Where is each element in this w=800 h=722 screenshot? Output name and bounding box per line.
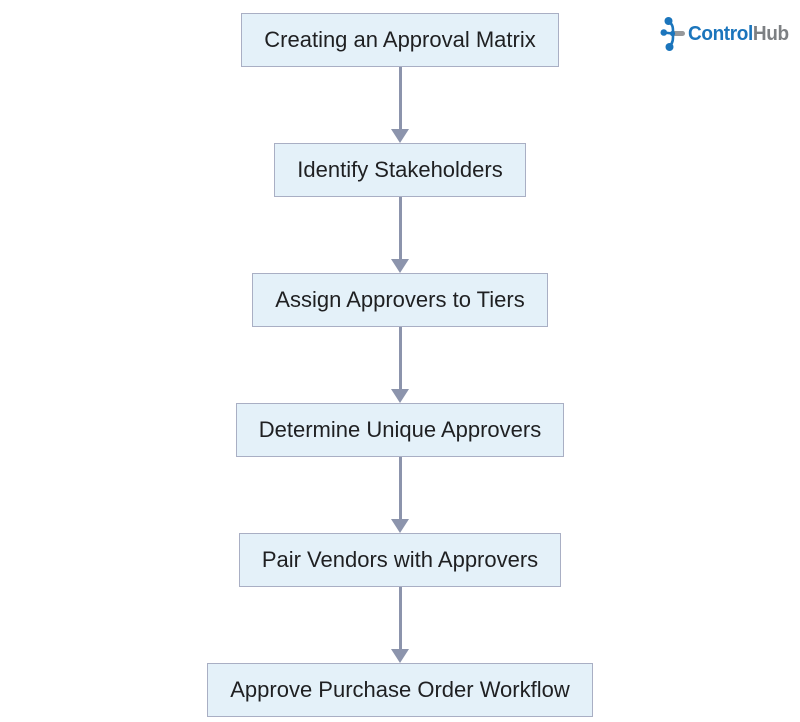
flow-arrow: [391, 327, 409, 403]
arrow-line: [398, 327, 402, 389]
flow-node-creating-approval-matrix: Creating an Approval Matrix: [241, 13, 559, 67]
flow-node-identify-stakeholders: Identify Stakeholders: [274, 143, 526, 197]
arrow-line: [398, 587, 402, 649]
flow-node-label: Creating an Approval Matrix: [264, 27, 536, 52]
arrow-line: [398, 457, 402, 519]
flowchart: Creating an Approval Matrix Identify Sta…: [0, 13, 800, 717]
flow-arrow: [391, 67, 409, 143]
flow-node-label: Identify Stakeholders: [297, 157, 503, 182]
arrow-line: [398, 197, 402, 259]
flow-node-pair-vendors-with-approvers: Pair Vendors with Approvers: [238, 533, 562, 587]
flow-node-determine-unique-approvers: Determine Unique Approvers: [235, 403, 565, 457]
controlhub-hub-icon: [660, 17, 686, 51]
arrow-head-icon: [391, 129, 409, 143]
flow-arrow: [391, 587, 409, 663]
brand-text-primary: Control: [688, 23, 753, 45]
brand-text-secondary: Hub: [752, 23, 789, 45]
arrow-head-icon: [391, 259, 409, 273]
brand-text: ControlHub: [688, 16, 789, 52]
flow-arrow: [391, 197, 409, 273]
flow-node-label: Assign Approvers to Tiers: [275, 287, 525, 312]
flow-arrow: [391, 457, 409, 533]
arrow-head-icon: [391, 649, 409, 663]
flow-node-label: Determine Unique Approvers: [258, 417, 542, 442]
flow-node-label: Pair Vendors with Approvers: [261, 547, 539, 572]
brand-logo: ControlHub: [659, 16, 794, 52]
arrow-line: [398, 67, 402, 129]
arrow-head-icon: [391, 389, 409, 403]
flow-node-label: Approve Purchase Order Workflow: [230, 677, 570, 702]
arrow-head-icon: [391, 519, 409, 533]
flow-node-assign-approvers-to-tiers: Assign Approvers to Tiers: [252, 273, 548, 327]
flow-node-approve-purchase-order-workflow: Approve Purchase Order Workflow: [207, 663, 593, 717]
